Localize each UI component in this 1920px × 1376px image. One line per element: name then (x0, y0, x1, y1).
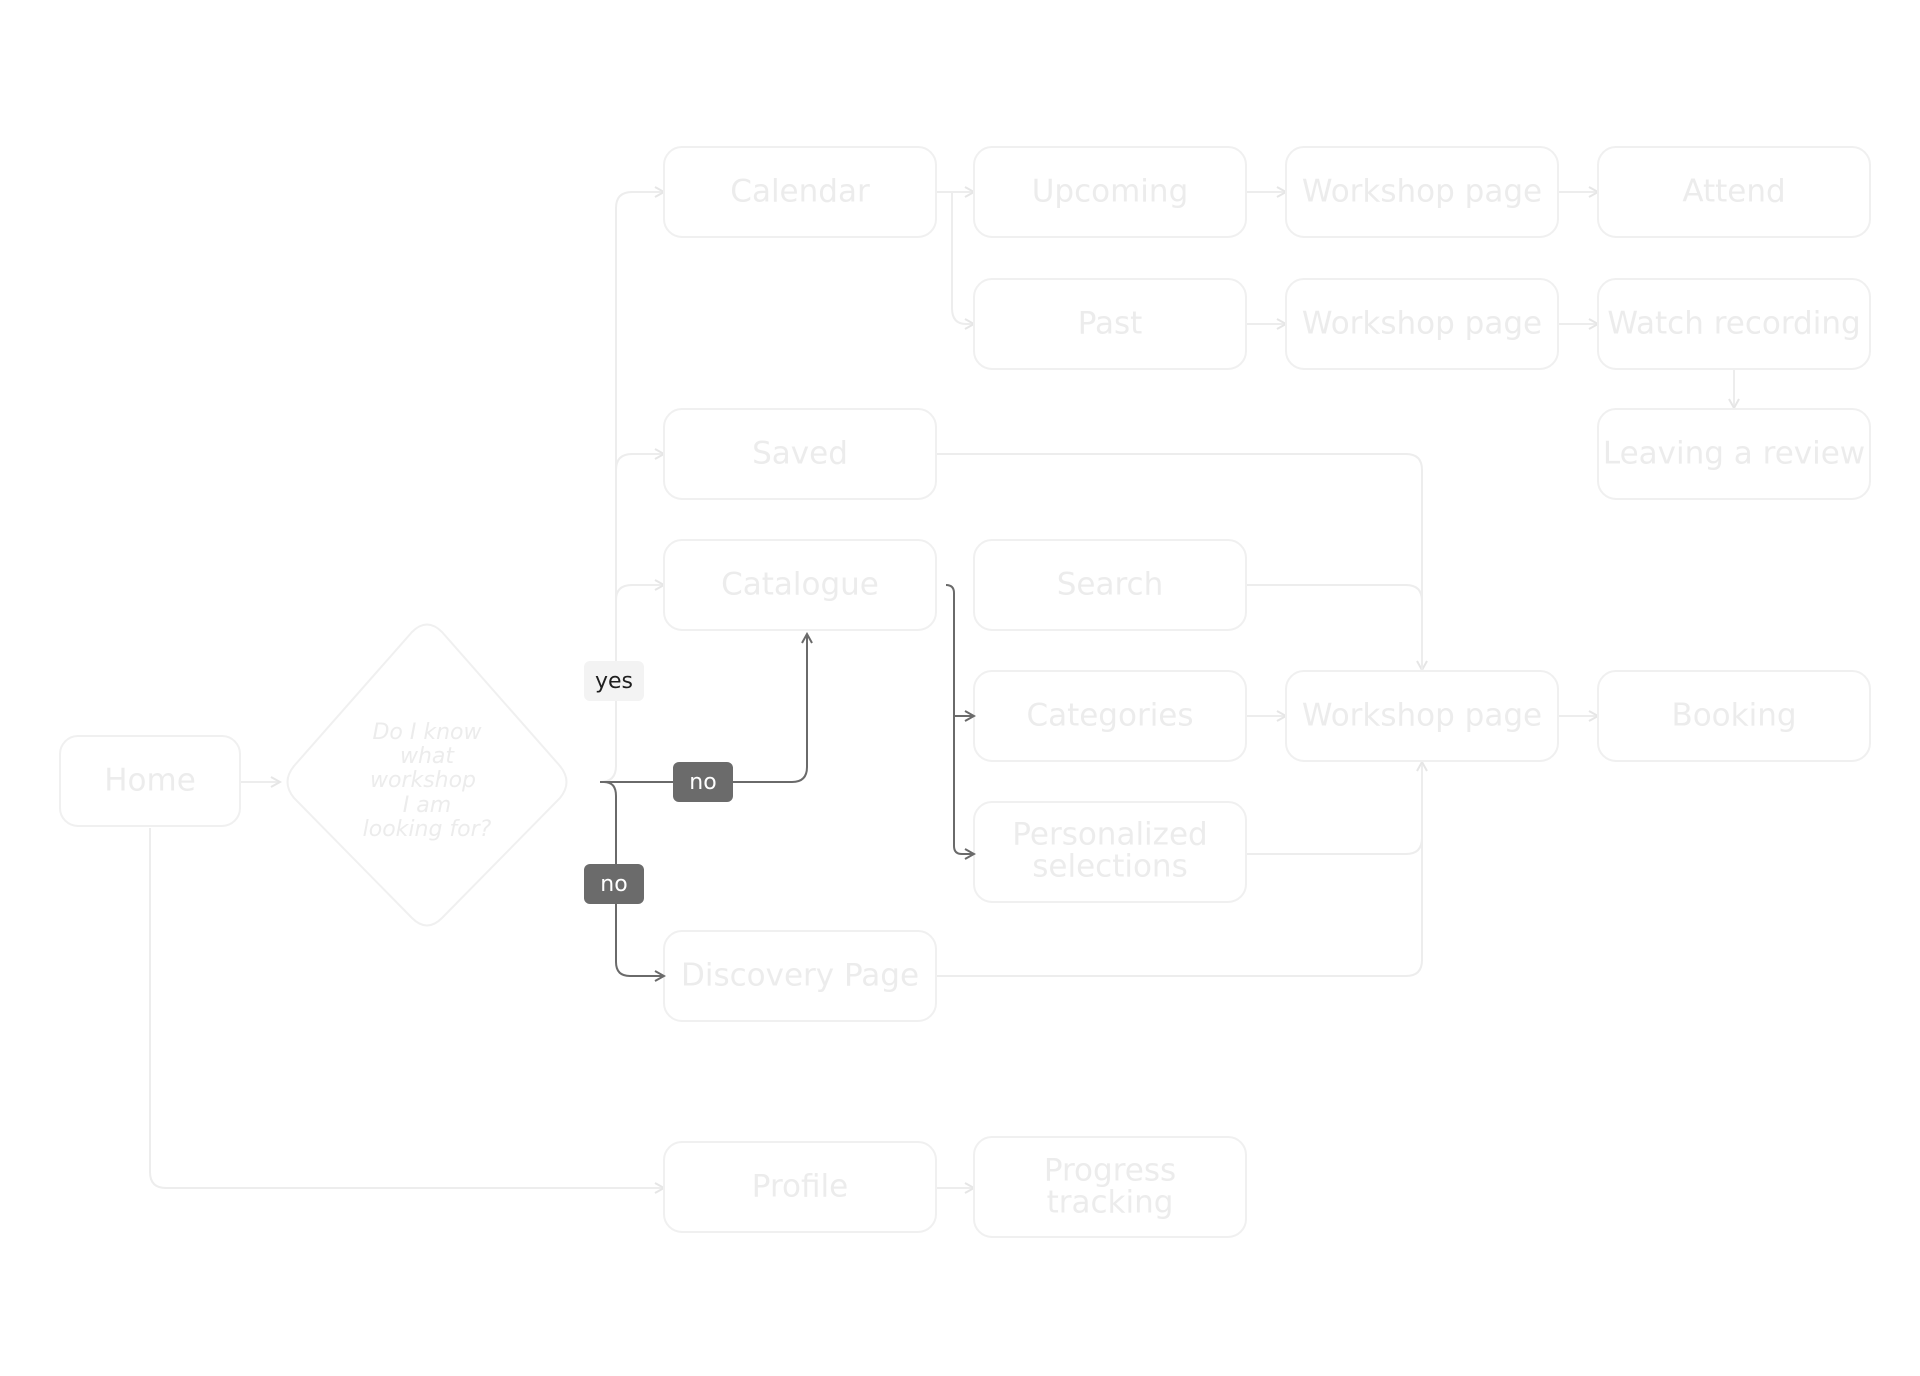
node-leaving-review[interactable]: Leaving a review (1597, 408, 1871, 500)
node-profile[interactable]: Profile (663, 1141, 937, 1233)
edge-saved-workshop (936, 453, 1422, 670)
node-catalogue-label: Catalogue (721, 567, 879, 603)
edge-home-profile (149, 828, 664, 1188)
edge-calendar-past (951, 192, 974, 324)
yes-badge-label: yes (595, 669, 633, 694)
node-booking[interactable]: Booking (1597, 670, 1871, 762)
node-leaving-review-label: Leaving a review (1603, 436, 1865, 472)
faint-edges (149, 192, 1734, 1188)
node-workshop-page-past[interactable]: Workshop page (1285, 278, 1559, 370)
node-categories[interactable]: Categories (973, 670, 1247, 762)
node-progress-line-2: tracking (1047, 1185, 1174, 1221)
node-attend-label: Attend (1682, 174, 1785, 210)
node-attend[interactable]: Attend (1597, 146, 1871, 238)
decision-line-4: I am (403, 793, 451, 818)
decision-line-3: workshop (370, 768, 476, 793)
node-saved-label: Saved (752, 436, 848, 472)
node-search-label: Search (1057, 567, 1164, 603)
node-past[interactable]: Past (973, 278, 1247, 370)
node-progress-tracking[interactable]: Progress tracking (973, 1136, 1247, 1238)
node-workshop-page-upcoming-label: Workshop page (1302, 174, 1542, 210)
no-badge-discovery-label: no (600, 872, 627, 897)
node-categories-label: Categories (1026, 698, 1193, 734)
no-badge-discovery: no (584, 864, 644, 904)
no-badge-catalogue: no (673, 762, 733, 802)
node-saved[interactable]: Saved (663, 408, 937, 500)
node-personalized-line-1: Personalized (1012, 817, 1207, 853)
node-workshop-page-catalogue[interactable]: Workshop page (1285, 670, 1559, 762)
node-workshop-page-past-label: Workshop page (1302, 306, 1542, 342)
edge-discovery-workshop (936, 838, 1423, 977)
node-discovery-page-label: Discovery Page (681, 958, 919, 994)
edge-yes-saved (615, 454, 664, 471)
node-upcoming-label: Upcoming (1032, 174, 1189, 210)
node-watch-recording-label: Watch recording (1607, 306, 1860, 342)
edge-personalized-workshop (1246, 762, 1422, 855)
edge-catalogue-bracket (945, 584, 974, 854)
edge-yes-catalogue (615, 585, 664, 601)
edge-search-workshop (1246, 584, 1423, 670)
edge-yes-spine (599, 192, 664, 783)
node-progress-line-1: Progress (1044, 1153, 1176, 1189)
node-personalized-line-2: selections (1032, 849, 1187, 885)
node-booking-label: Booking (1671, 698, 1796, 734)
node-past-label: Past (1078, 306, 1143, 342)
node-workshop-page-upcoming[interactable]: Workshop page (1285, 146, 1559, 238)
decision-line-5: looking for? (363, 817, 492, 842)
node-upcoming[interactable]: Upcoming (973, 146, 1247, 238)
decision-line-2: what (400, 744, 455, 769)
highlighted-edges (600, 584, 974, 976)
node-workshop-page-catalogue-label: Workshop page (1302, 698, 1542, 734)
node-catalogue[interactable]: Catalogue (663, 539, 937, 631)
yes-badge: yes (584, 661, 644, 701)
edge-no-catalogue (600, 634, 807, 783)
node-search[interactable]: Search (973, 539, 1247, 631)
edge-no-discovery (603, 781, 664, 976)
node-profile-label: Profile (752, 1169, 848, 1205)
node-discovery-page[interactable]: Discovery Page (663, 930, 937, 1022)
nodes: Home Do I know what workshop I am lookin… (59, 146, 1871, 1238)
node-watch-recording[interactable]: Watch recording (1597, 278, 1871, 370)
decision-diamond[interactable]: Do I know what workshop I am looking for… (286, 623, 568, 927)
node-calendar-label: Calendar (730, 174, 870, 210)
no-badge-catalogue-label: no (689, 770, 716, 795)
node-home-label: Home (104, 763, 196, 799)
node-home[interactable]: Home (59, 735, 241, 827)
node-calendar[interactable]: Calendar (663, 146, 937, 238)
decision-line-1: Do I know (372, 720, 482, 745)
node-personalized-selections[interactable]: Personalized selections (973, 801, 1247, 903)
